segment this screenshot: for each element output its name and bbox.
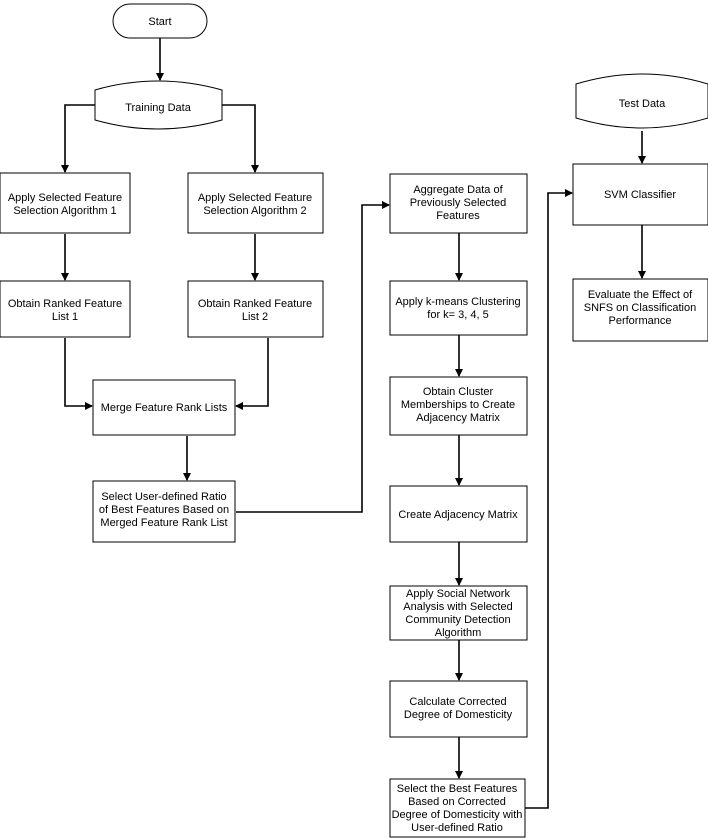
label-line: List 1 [52,311,78,323]
edge-rank2-to-merge [235,338,269,410]
node-start: Start [112,3,208,39]
label-line: SVM Classifier [604,189,676,201]
label-line: List 2 [242,311,268,323]
node-training-data-label: Training Data [125,102,192,114]
label-line: Community Detection [405,614,510,626]
label-line: Apply Social Network [406,588,510,600]
label-line: Aggregate Data of [413,184,503,196]
label-line: Obtain Cluster [423,386,494,398]
label-line: User-defined Ratio [411,822,503,834]
label-line: Obtain Ranked Feature [8,298,122,310]
label-line: of Best Features Based on [99,504,229,516]
edge-select-to-aggregate [236,201,390,513]
connectors [61,38,646,809]
label-line: Selection Algorithm 2 [203,205,306,217]
label-line: Selection Algorithm 1 [13,205,116,217]
node-create-adjacency-matrix: Create Adjacency Matrix [389,485,528,543]
label-line: Calculate Corrected [409,696,506,708]
label-line: Adjacency Matrix [416,412,500,424]
label-line: Apply Selected Feature [8,192,122,204]
label-line: for k= 3, 4, 5 [427,309,488,321]
label-line: Previously Selected [410,197,507,209]
label-line: Evaluate the Effect of [588,289,693,301]
label-line: Merge Feature Rank Lists [101,402,228,414]
label-line: Degree of Domesticity [404,709,513,721]
label-line: Create Adjacency Matrix [398,509,518,521]
node-svm-classifier: SVM Classifier [572,163,708,226]
edge-best-to-svm [525,189,573,809]
label-line: Test Data [619,98,666,110]
label-line: Apply Selected Feature [198,192,312,204]
label-line: SNFS on Classification [584,302,697,314]
node-merge-lists-label: Merge Feature Rank Lists [101,402,228,414]
node-test-data-label: Test Data [619,98,666,110]
label-line: Algorithm [435,627,481,639]
edge-rank1-to-merge [64,338,93,410]
label-line: Analysis with Selected [403,601,512,613]
label-line: Select the Best Features [397,783,518,795]
node-start-label: Start [148,16,171,28]
node-training-data: Training Data [94,80,223,130]
edge-training-to-fs2 [222,104,259,173]
label-line: Apply k-means Clustering [395,296,520,308]
node-svm-classifier-label: SVM Classifier [604,189,676,201]
label-line: Memberships to Create [401,399,515,411]
node-merge-lists: Merge Feature Rank Lists [92,379,236,436]
label-line: Features [436,210,480,222]
node-create-adjacency-matrix-label: Create Adjacency Matrix [398,509,518,521]
label-line: Degree of Domesticity with [392,809,523,821]
label-line: Select User-defined Ratio [101,491,226,503]
label-line: Merged Feature Rank List [100,517,227,529]
label-line: Obtain Ranked Feature [198,298,312,310]
label-line: Performance [609,315,672,327]
edge-training-to-fs1 [61,104,95,173]
label-line: Based on Corrected [408,796,506,808]
label-line: Training Data [125,102,192,114]
node-test-data: Test Data [575,73,708,129]
label-line: Start [148,16,171,28]
